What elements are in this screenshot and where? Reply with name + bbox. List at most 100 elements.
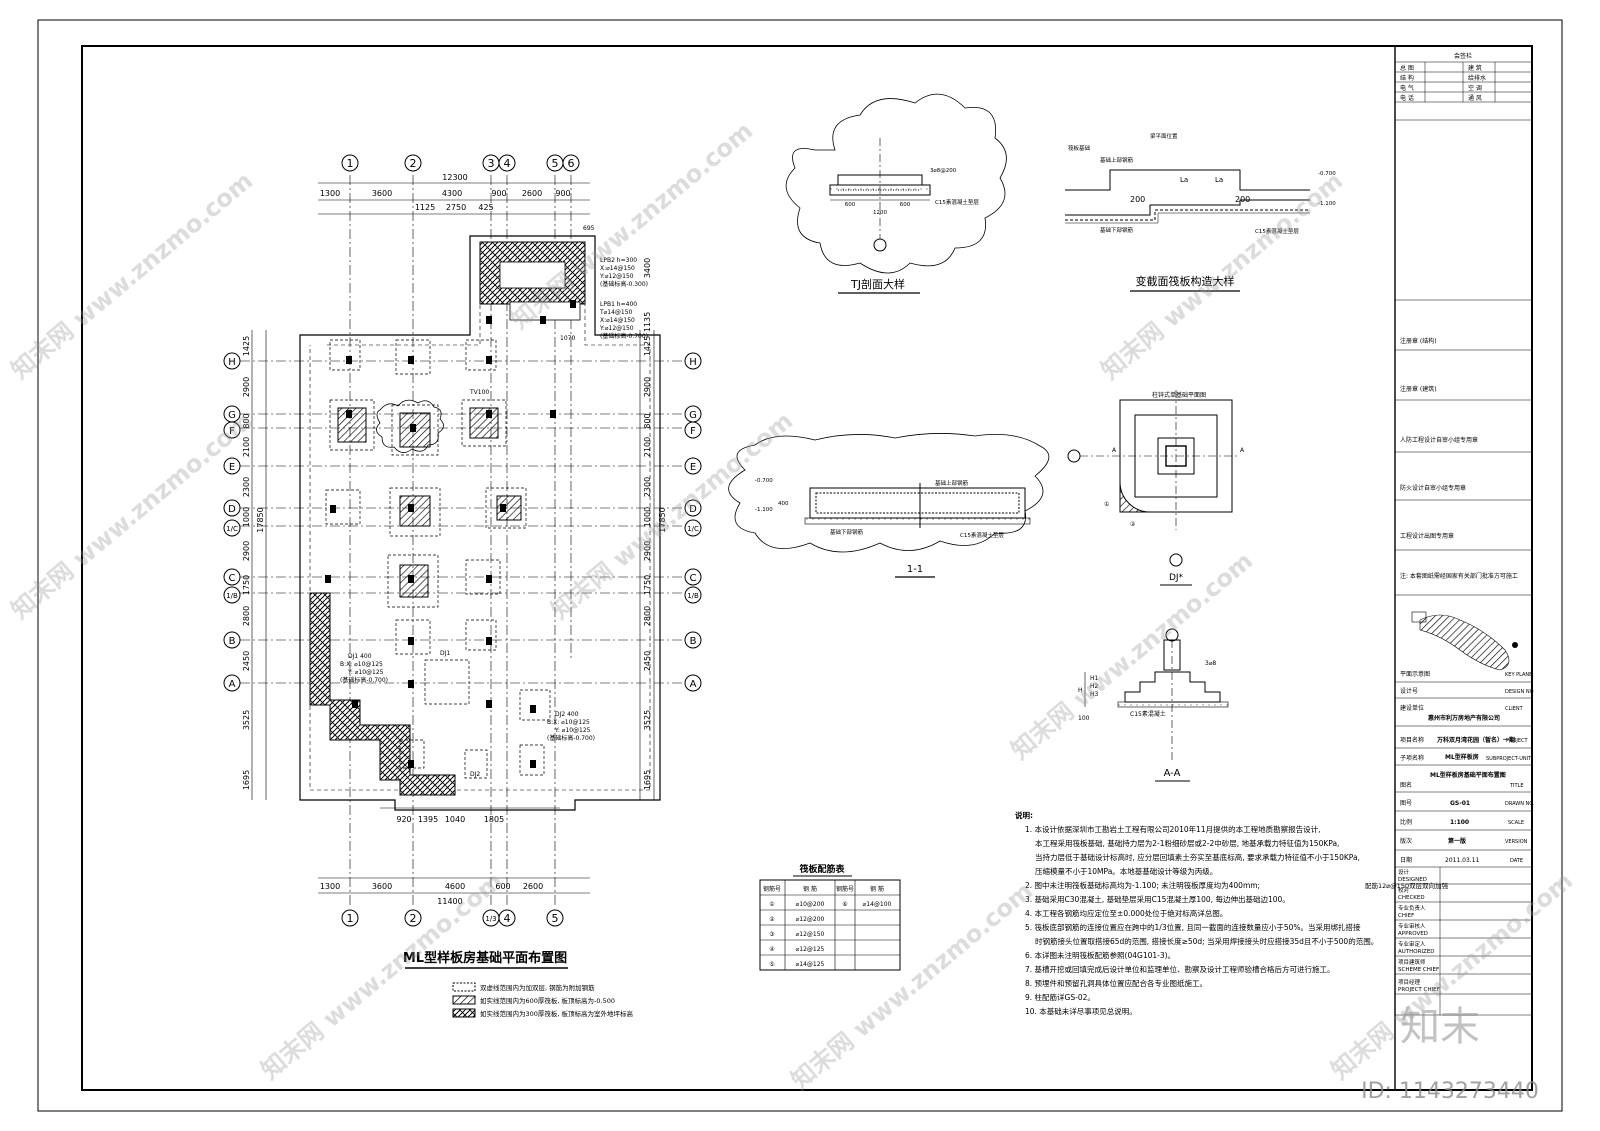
outer-border: [37, 19, 1563, 1112]
dim-top2: 2750: [446, 203, 466, 212]
svg-text:⌀14@125: ⌀14@125: [796, 961, 825, 968]
svg-text:2900: 2900: [643, 541, 652, 561]
svg-text:600: 600: [900, 202, 911, 208]
svg-text:H: H: [1078, 687, 1083, 694]
legend-dashed-text: 双虚线范围内为加双层, 钢筋为附加钢筋: [480, 983, 595, 992]
general-notes: 说明: 1. 本设计依据深圳市工勘岩土工程有限公司2010年11月提供的本工程地…: [1015, 810, 1449, 1016]
svg-text:B:X: ⌀10@125: B:X: ⌀10@125: [547, 719, 590, 726]
svg-text:梁平面位置: 梁平面位置: [1150, 132, 1178, 140]
svg-text:C15素混凝土垫层: C15素混凝土垫层: [935, 198, 979, 206]
dim-top-total: 12300: [442, 173, 467, 182]
svg-text:DJ1 400: DJ1 400: [348, 653, 372, 660]
svg-text:200: 200: [1130, 195, 1145, 204]
svg-text:H: H: [228, 357, 236, 368]
svg-text:本工程采用筏板基础, 基础持力层为2-1粉细砂层或2-2中砂: 本工程采用筏板基础, 基础持力层为2-1粉细砂层或2-2中砂层, 地基承载力特征…: [1035, 838, 1339, 848]
annex-slab: [479, 241, 586, 321]
svg-text:8. 预埋件和预留孔洞具体位置应配合各专业图纸施工。: 8. 预埋件和预留孔洞具体位置应配合各专业图纸施工。: [1025, 978, 1207, 988]
svg-text:版次: 版次: [1400, 837, 1412, 845]
svg-text:知末网 www.znzmo.com: 知末网 www.znzmo.com: [256, 867, 508, 1085]
svg-text:3⌀8: 3⌀8: [1205, 660, 1216, 667]
svg-text:图号: 图号: [1400, 800, 1412, 807]
legend-hatch-swatch: [452, 995, 476, 1005]
inner-border: [81, 45, 1533, 1091]
svg-text:-0.700: -0.700: [1318, 171, 1336, 177]
svg-text:2100: 2100: [242, 437, 251, 457]
grid-bubbles-top: 1 2 3 4 5 6: [341, 154, 580, 172]
svg-text:1/B: 1/B: [687, 592, 699, 600]
svg-text:B:X: ⌀10@125: B:X: ⌀10@125: [340, 661, 383, 668]
svg-text:②: ②: [769, 916, 775, 923]
svg-text:DJ1: DJ1: [440, 650, 450, 657]
section-1-1: -0.700 -1.100 基础上部钢筋 基础下部钢筋 C15素混凝土垫层 40…: [728, 433, 1050, 578]
dim-bottom: 1300: [320, 882, 340, 891]
tj-cloud: [785, 93, 1007, 274]
svg-text:1:100: 1:100: [1450, 819, 1469, 826]
svg-text:PROJECT: PROJECT: [1506, 738, 1529, 744]
plan-title: ML型样板房基础平面布置图: [403, 950, 568, 969]
svg-text:5: 5: [552, 912, 559, 925]
svg-text:第一版: 第一版: [1447, 837, 1466, 845]
svg-text:C15素混凝土: C15素混凝土: [1130, 710, 1166, 718]
svg-text:知末网 www.znzmo.com: 知末网 www.znzmo.com: [1006, 547, 1258, 765]
svg-text:1000: 1000: [242, 507, 251, 527]
svg-text:F: F: [690, 426, 696, 437]
svg-text:钢 筋: 钢 筋: [870, 885, 884, 893]
dim-bottom2: 1805: [484, 815, 504, 824]
svg-text:17850: 17850: [658, 507, 667, 532]
svg-text:空 调: 空 调: [1468, 84, 1482, 92]
svg-text:TV100: TV100: [469, 389, 489, 396]
columns: [325, 300, 576, 768]
svg-text:100: 100: [1078, 715, 1090, 722]
svg-text:CLIENT: CLIENT: [1505, 706, 1524, 712]
section-11-title: 1-1: [907, 564, 923, 575]
svg-text:4: 4: [504, 157, 511, 170]
title-block: 会签栏 总 图 建 筑 结 构 给排水 电 气 空 调 电 话 通 风 注册章 …: [1394, 46, 1535, 1090]
svg-text:PROJECT CHIEF: PROJECT CHIEF: [1398, 987, 1440, 993]
aa-title: A-A: [1164, 768, 1181, 779]
svg-text:3525: 3525: [242, 710, 251, 730]
svg-text:防火设计自审小组专用章: 防火设计自审小组专用章: [1400, 484, 1466, 492]
svg-text:时钢筋接头位置取搭接65d的范围, 搭接长度≥50d; 当采: 时钢筋接头位置取搭接65d的范围, 搭接长度≥50d; 当采用焊接接头时应搭接3…: [1035, 936, 1378, 946]
svg-text:La: La: [1180, 176, 1188, 184]
svg-text:⑤: ⑤: [769, 961, 774, 968]
dj-title: DJ*: [1169, 573, 1184, 583]
svg-text:2900: 2900: [242, 377, 251, 397]
svg-text:1/C: 1/C: [687, 525, 699, 533]
svg-text:2450: 2450: [242, 651, 251, 671]
svg-text:①: ①: [1104, 501, 1109, 508]
svg-text:1/B: 1/B: [226, 592, 238, 600]
svg-text:1695: 1695: [643, 770, 652, 790]
tj-title: TJ剖面大样: [850, 277, 905, 291]
svg-text:会签栏: 会签栏: [1454, 52, 1472, 60]
svg-text:17850: 17850: [256, 507, 265, 532]
svg-text:400: 400: [778, 501, 789, 507]
key-plan: [1411, 611, 1518, 671]
svg-text:(基础标高-0.700): (基础标高-0.700): [600, 332, 648, 340]
svg-text:ML型样板房: ML型样板房: [1445, 753, 1479, 761]
dim-bottom2: 1040: [445, 815, 465, 824]
svg-text:平面示意图: 平面示意图: [1400, 670, 1430, 678]
dim-top: 1300: [320, 189, 340, 198]
slab-inner-dashed: [309, 245, 651, 791]
svg-text:子项名称: 子项名称: [1400, 754, 1424, 762]
svg-text:基础下部钢筋: 基础下部钢筋: [1100, 226, 1134, 234]
svg-text:F: F: [229, 426, 235, 437]
svg-text:钢筋号: 钢筋号: [836, 885, 854, 893]
svg-text:2011.03.11: 2011.03.11: [1445, 857, 1480, 864]
svg-text:⌀12@125: ⌀12@125: [796, 946, 825, 953]
svg-text:注册章 (建筑): 注册章 (建筑): [1400, 385, 1437, 393]
svg-text:Y: ⌀10@125: Y: ⌀10@125: [554, 727, 591, 734]
svg-text:钢 筋: 钢 筋: [803, 885, 817, 893]
svg-text:H1: H1: [1090, 675, 1099, 682]
svg-text:GS-01: GS-01: [1450, 800, 1470, 807]
svg-text:人防工程设计自审小组专用章: 人防工程设计自审小组专用章: [1400, 436, 1478, 444]
dim-bottom2: 1395: [418, 815, 438, 824]
left-dimensions: 1425 2900 800 2100 2300 1000 2900 1750 2…: [242, 336, 265, 790]
svg-text:总 图: 总 图: [1400, 64, 1414, 72]
legend-herring-swatch: [452, 1008, 476, 1018]
svg-text:4: 4: [504, 912, 511, 925]
svg-text:知末网 www.znzmo.com: 知末网 www.znzmo.com: [546, 407, 798, 625]
svg-text:DATE: DATE: [1510, 858, 1523, 864]
legend-dashed-swatch: [452, 982, 476, 992]
svg-text:压缩模量不小于10MPa。本地基基础设计等级为丙级。: 压缩模量不小于10MPa。本地基基础设计等级为丙级。: [1035, 866, 1217, 876]
